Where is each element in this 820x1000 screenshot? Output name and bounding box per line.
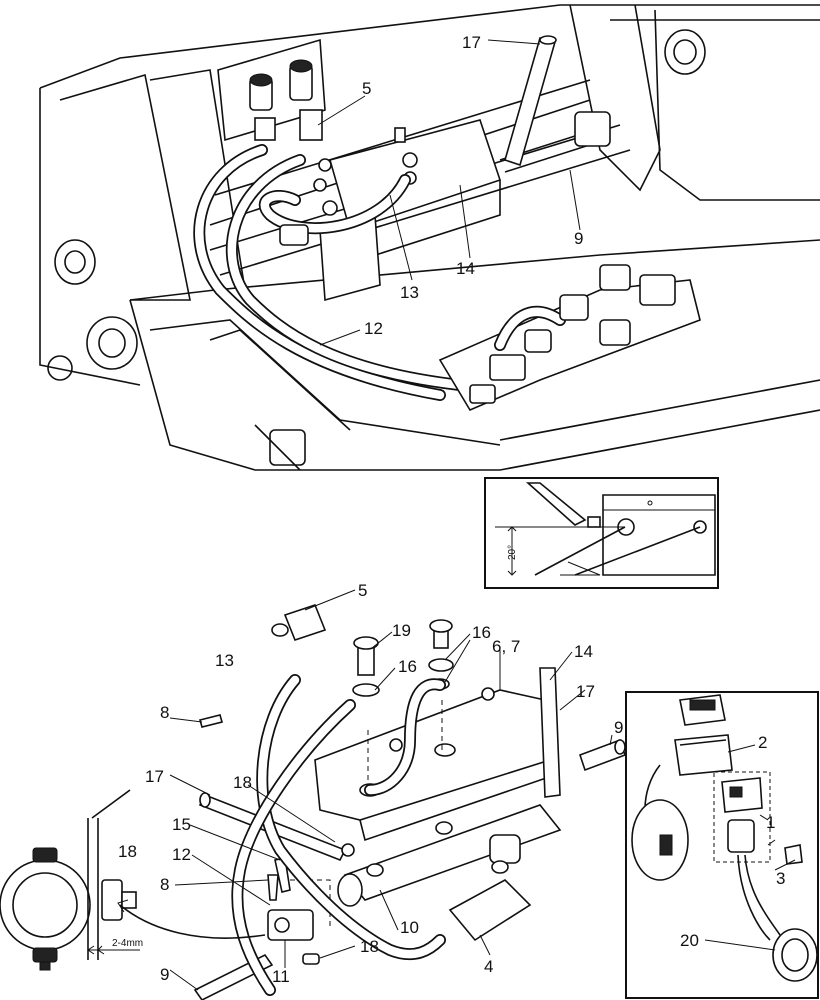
callout-5: 5	[358, 581, 367, 600]
callout-19: 19	[392, 621, 411, 640]
callout-9-right: 9	[614, 718, 623, 737]
clamp-detail-inset: 2-4mm	[0, 789, 266, 971]
callout-15: 15	[172, 815, 191, 834]
callout-14-top: 14	[456, 259, 475, 278]
gap-label: 2-4mm	[112, 938, 143, 949]
callout-12-top: 12	[364, 319, 383, 338]
callout-9-top: 9	[574, 229, 583, 248]
exploded-parts-view: 5 19 16 6, 7 14 13 16 17 8 9 18 17 15 12…	[118, 581, 627, 1000]
angle-label: 20°	[507, 545, 518, 560]
callout-17-right: 17	[576, 682, 595, 701]
callout-6-7: 6, 7	[492, 637, 520, 656]
callout-18-a: 18	[233, 773, 252, 792]
callout-4: 4	[484, 957, 493, 976]
callout-1: 1	[766, 813, 775, 832]
callout-13-top: 13	[400, 283, 419, 302]
callout-13: 13	[215, 651, 234, 670]
callout-2: 2	[758, 733, 767, 752]
callout-17-left: 17	[145, 767, 164, 786]
top-assembly-view: 17 5 9 14 13 12	[39, 4, 820, 471]
callout-20: 20	[680, 931, 699, 950]
callout-10: 10	[400, 918, 419, 937]
switch-assembly-inset: 2 1 3 20	[625, 691, 819, 999]
callout-11: 11	[272, 967, 290, 986]
callout-8-b: 8	[160, 875, 169, 894]
callout-16-a: 16	[472, 623, 491, 642]
callout-12: 12	[172, 845, 191, 864]
callout-3: 3	[776, 869, 785, 888]
callout-17-top: 17	[462, 33, 481, 52]
callout-18-b: 18	[360, 937, 379, 956]
callout-18-inset: 18	[118, 842, 137, 861]
callout-16-b: 16	[398, 657, 417, 676]
lever-angle-inset: 20°	[484, 477, 719, 589]
callout-14: 14	[574, 642, 593, 661]
callout-5-top: 5	[362, 79, 371, 98]
callout-9-bottom: 9	[160, 965, 169, 984]
callout-8-a: 8	[160, 703, 169, 722]
